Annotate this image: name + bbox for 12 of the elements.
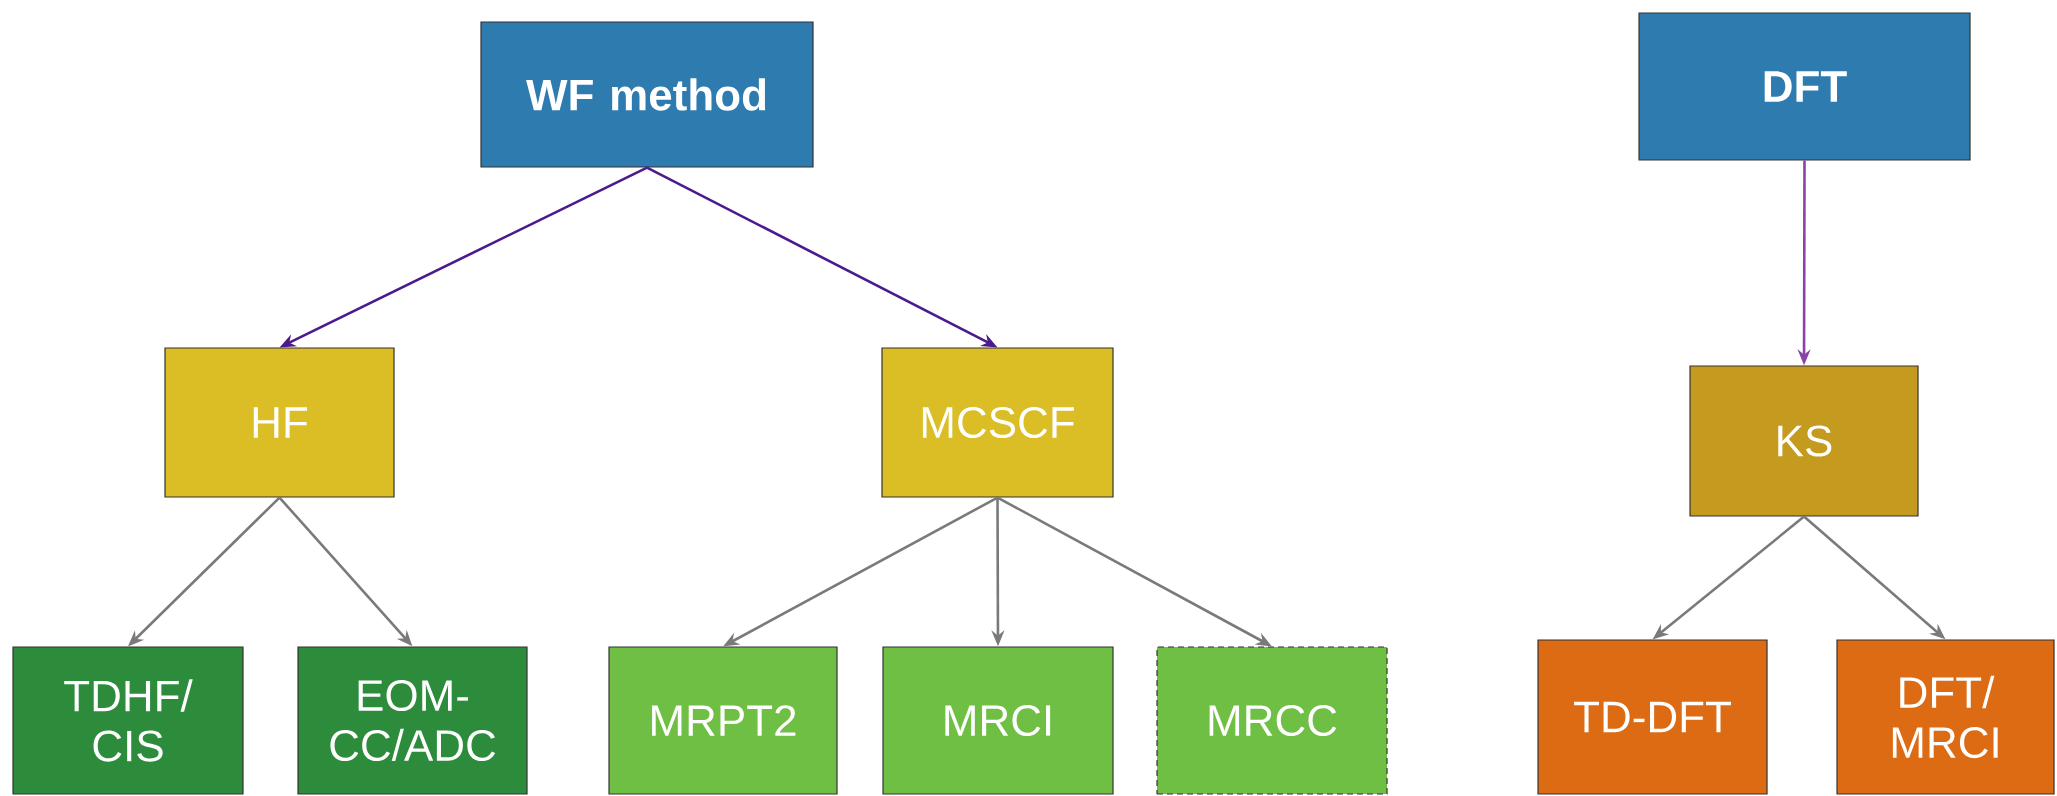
method-box: DFT/ MRCI	[1836, 639, 2055, 795]
method-box: KS	[1689, 365, 1919, 517]
method-box: WF method	[480, 21, 814, 168]
method-box: MRPT2	[608, 646, 838, 795]
method-box: MRCI	[882, 646, 1114, 795]
method-box: MCSCF	[881, 347, 1114, 498]
method-box: TD-DFT	[1537, 639, 1768, 795]
method-box: DFT	[1638, 12, 1971, 161]
method-box: TDHF/ CIS	[12, 646, 244, 795]
method-box: EOM-CC/ADC	[297, 646, 528, 795]
method-box: HF	[164, 347, 395, 498]
method-box: MRCC	[1156, 646, 1388, 795]
